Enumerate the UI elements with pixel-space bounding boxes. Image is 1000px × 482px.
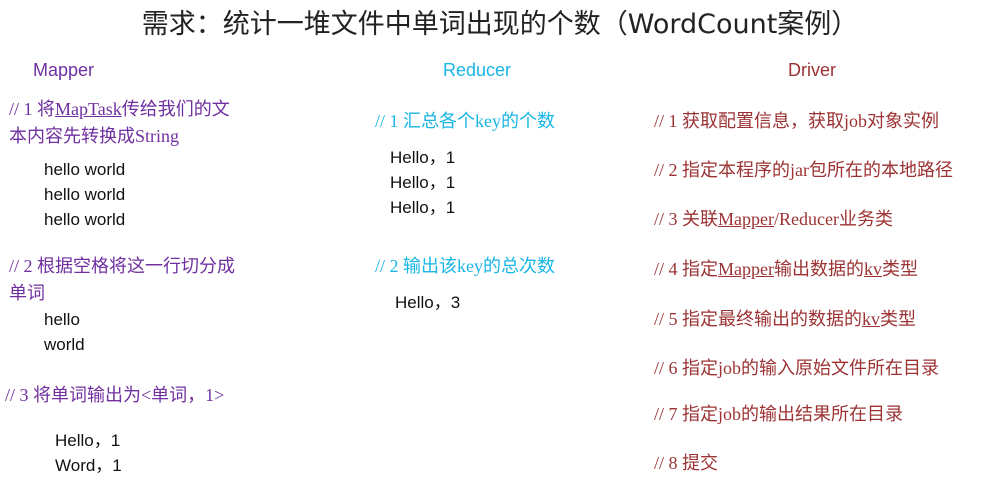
mapper-term: Mapper (718, 209, 774, 229)
driver-step-7: // 7 指定job的输出结果所在目录 (654, 404, 904, 424)
driver-step-2: // 2 指定本程序的jar包所在的本地路径 (654, 160, 953, 180)
mapper-step-3: // 3 将单词输出为<单词，1> (5, 385, 225, 405)
mapper-step-1-suffix: 传给我们的文 (121, 99, 230, 119)
mapper-step-2: // 2 根据空格将这一行切分成 单词 (9, 253, 235, 307)
reducer-step-1: // 1 汇总各个key的个数 (375, 111, 555, 131)
reducer-step-1-samples: Hello，1 Hello，1 Hello，1 (390, 145, 455, 220)
reducer-step-2-samples: Hello，3 (395, 290, 460, 315)
driver-step-4-prefix: // 4 指定 (654, 259, 719, 279)
driver-step-5: // 5 指定最终输出的数据的kv类型 (654, 306, 916, 333)
reducer-heading: Reducer (443, 60, 512, 80)
driver-heading: Driver (788, 60, 836, 80)
mapper-term: Mapper (718, 259, 774, 279)
mapper-heading: Mapper (33, 60, 95, 80)
driver-step-1: // 1 获取配置信息，获取job对象实例 (654, 111, 940, 131)
mapper-step-1-samples: hello world hello world hello world (44, 157, 125, 232)
mapper-step-2-line-1: // 2 根据空格将这一行切分成 (9, 256, 236, 276)
sample-line: Word，1 (55, 456, 122, 475)
mapper-step-1: // 1 将MapTask传给我们的文 本内容先转换成String (9, 96, 230, 150)
sample-line: Hello，3 (395, 293, 461, 312)
sample-line: world (44, 335, 85, 354)
driver-step-5-prefix: // 5 指定最终输出的数据的 (654, 309, 863, 329)
driver-step-4-middle: 输出数据的 (774, 259, 864, 279)
maptask-term: MapTask (55, 99, 122, 119)
driver-step-4-suffix: 类型 (882, 259, 918, 279)
sample-line: hello world (44, 160, 126, 179)
mapper-step-1-prefix: // 1 将 (9, 99, 56, 119)
sample-line: hello world (44, 185, 126, 204)
sample-line: Hello，1 (390, 198, 456, 217)
mapper-step-2-samples: hello world (44, 307, 85, 357)
mapper-step-2-line-2: 单词 (9, 283, 45, 303)
mapper-step-1-line-2: 本内容先转换成String (9, 126, 180, 146)
driver-step-5-suffix: 类型 (880, 309, 917, 329)
driver-step-3-prefix: // 3 关联 (654, 209, 719, 229)
page-title: 需求：统计一堆文件中单词出现的个数（WordCount案例） (141, 9, 859, 40)
sample-line: Hello，1 (55, 431, 121, 450)
kv-term: kv (864, 259, 882, 279)
sample-line: Hello，1 (390, 173, 456, 192)
mapper-step-3-samples: Hello，1 Word，1 (55, 428, 122, 478)
sample-line: hello (44, 310, 80, 329)
driver-step-6: // 6 指定job的输入原始文件所在目录 (654, 358, 940, 378)
kv-term: kv (862, 309, 881, 329)
sample-line: hello world (44, 210, 126, 229)
driver-step-4: // 4 指定Mapper输出数据的kv类型 (654, 256, 918, 283)
driver-step-3-suffix: /Reducer业务类 (774, 209, 893, 229)
driver-step-3: // 3 关联Mapper/Reducer业务类 (654, 206, 893, 233)
driver-step-8: // 8 提交 (654, 453, 719, 473)
sample-line: Hello，1 (390, 148, 456, 167)
reducer-step-2: // 2 输出该key的总次数 (375, 256, 555, 276)
